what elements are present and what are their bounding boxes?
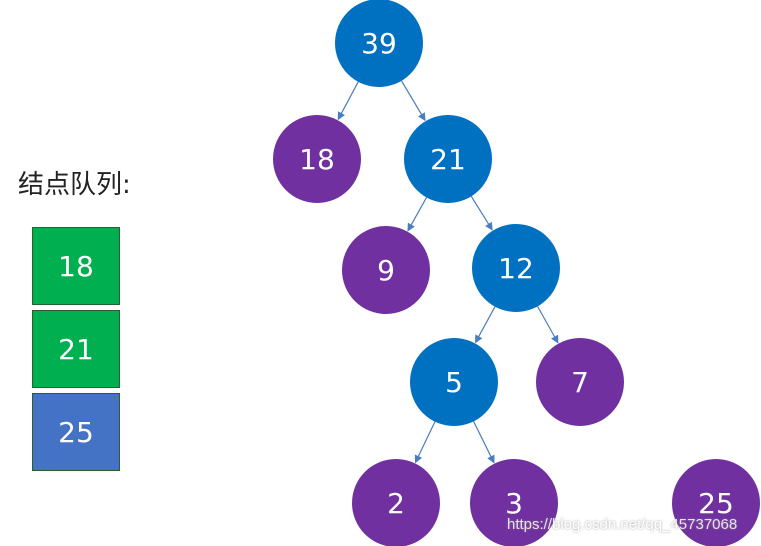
- tree-node-12: 12: [472, 224, 560, 312]
- node-queue: 18 21 25: [32, 227, 120, 476]
- tree-nodes: 39 18 21 9 12 5 7 2 3 25: [273, 0, 760, 546]
- node-circle: [536, 338, 624, 426]
- node-label: 21: [430, 143, 466, 176]
- queue-cell-2: 21: [32, 310, 120, 388]
- queue-cell-3: 25: [32, 393, 120, 471]
- node-label: 5: [445, 366, 463, 399]
- watermark-text: https://blog.csdn.net/qq_45737068: [507, 516, 738, 533]
- node-label: 3: [505, 487, 523, 520]
- tree-node-5: 5: [410, 338, 498, 426]
- tree-node-18: 18: [273, 115, 361, 203]
- tree-node-25: 25: [672, 459, 760, 546]
- node-label: 18: [299, 143, 335, 176]
- node-label: 9: [377, 254, 395, 287]
- node-circle: [410, 338, 498, 426]
- node-label: 12: [498, 252, 534, 285]
- tree-node-3: 3: [470, 459, 558, 546]
- node-circle: [672, 459, 760, 546]
- tree-edges: [337, 80, 559, 464]
- edge-n39-n21: [400, 80, 426, 122]
- node-circle: [273, 115, 361, 203]
- node-circle: [470, 459, 558, 546]
- node-label: 2: [387, 487, 405, 520]
- edge-n21-n12: [470, 196, 493, 231]
- edge-n5-n3: [473, 421, 495, 464]
- node-queue-label: 结点队列:: [18, 170, 131, 200]
- tree-node-21: 21: [404, 115, 492, 203]
- tree-node-39: 39: [335, 0, 423, 87]
- edge-n21-n9: [407, 197, 428, 232]
- edge-n39-n18: [337, 81, 359, 121]
- node-circle: [335, 0, 423, 87]
- edge-n5-n2: [414, 421, 436, 464]
- tree-node-2: 2: [352, 459, 440, 546]
- tree-node-9: 9: [342, 226, 430, 314]
- node-circle: [352, 459, 440, 546]
- queue-cell-1: 18: [32, 227, 120, 305]
- edge-n12-n5: [474, 306, 496, 344]
- tree-node-7: 7: [536, 338, 624, 426]
- node-circle: [342, 226, 430, 314]
- node-label: 25: [698, 487, 734, 520]
- node-label: 7: [571, 366, 589, 399]
- node-circle: [404, 115, 492, 203]
- node-circle: [472, 224, 560, 312]
- node-label: 39: [361, 27, 397, 60]
- edge-n12-n7: [537, 306, 559, 344]
